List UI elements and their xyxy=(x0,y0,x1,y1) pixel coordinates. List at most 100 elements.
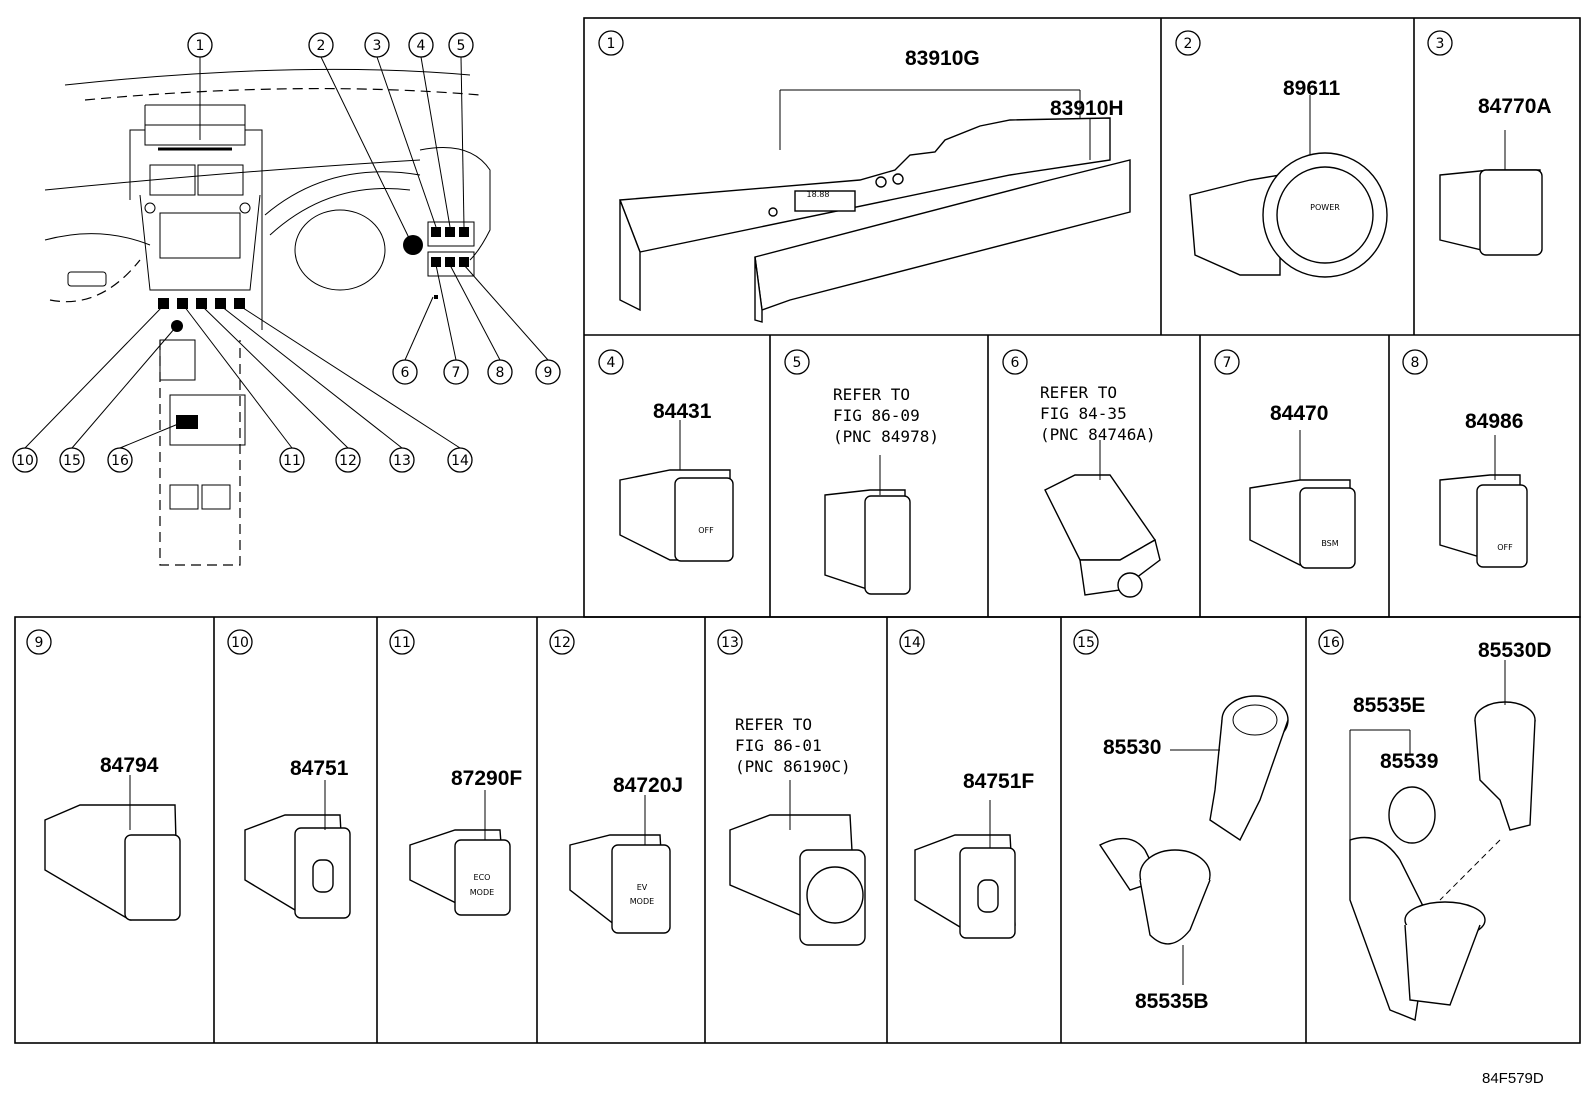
switch-text: MODE xyxy=(630,897,654,906)
cell-15-illustration xyxy=(1098,695,1289,985)
part-number-87290F: 87290F xyxy=(451,767,522,790)
callout-number: 11 xyxy=(283,453,301,469)
callout-number: 14 xyxy=(451,453,469,469)
callout-circle xyxy=(447,447,473,473)
callout-number: 16 xyxy=(1322,635,1340,651)
cell-callout-16: 16 xyxy=(1318,629,1344,655)
overview-callout-6: 6 xyxy=(392,359,418,385)
callout-number: 7 xyxy=(452,365,461,381)
cell-8-illustration xyxy=(1439,435,1528,568)
part-number-85535B: 85535B xyxy=(1135,990,1209,1013)
part-number-84751: 84751 xyxy=(290,757,349,780)
overview-callout-2: 2 xyxy=(308,32,334,58)
callout-number: 12 xyxy=(553,635,571,651)
cell-callout-8: 8 xyxy=(1402,349,1428,375)
callout-circle xyxy=(335,447,361,473)
switch-text: OFF xyxy=(1497,543,1513,552)
cell-callout-11: 11 xyxy=(389,629,415,655)
part-number-89611: 89611 xyxy=(1283,77,1341,100)
part-number-84770A: 84770A xyxy=(1478,95,1552,118)
part-number-83910G: 83910G xyxy=(905,47,980,70)
overview-callout-1: 1 xyxy=(187,32,213,58)
callout-number: 16 xyxy=(111,453,129,469)
cell-16-illustration xyxy=(1349,660,1536,1021)
cell-2-illustration xyxy=(1189,95,1388,278)
callout-number: 5 xyxy=(457,38,466,54)
callout-circle xyxy=(549,629,575,655)
reference-note-line: FIG 86-09 xyxy=(833,406,920,425)
callout-number: 2 xyxy=(1184,36,1193,52)
switch-text: MODE xyxy=(470,888,494,897)
callout-number: 6 xyxy=(401,365,410,381)
callout-circle xyxy=(784,349,810,375)
part-number-84794: 84794 xyxy=(100,754,159,777)
cell-14-illustration xyxy=(914,800,1016,939)
callout-number: 15 xyxy=(63,453,81,469)
callout-circle xyxy=(443,359,469,385)
switch-text: OFF xyxy=(698,526,714,535)
overview-callout-13: 13 xyxy=(389,447,415,473)
callout-number: 1 xyxy=(607,36,616,52)
callout-number: 11 xyxy=(393,635,411,651)
switch-text: 18.88 xyxy=(807,190,830,199)
callout-circle xyxy=(227,629,253,655)
cell-callout-13: 13 xyxy=(717,629,743,655)
cell-callout-15: 15 xyxy=(1073,629,1099,655)
callout-circle xyxy=(26,629,52,655)
part-number-84751F: 84751F xyxy=(963,770,1034,793)
overview-callout-8: 8 xyxy=(487,359,513,385)
cell-callout-14: 14 xyxy=(899,629,925,655)
overview-callout-3: 3 xyxy=(364,32,390,58)
callout-number: 3 xyxy=(1436,36,1445,52)
part-number-83910H: 83910H xyxy=(1050,97,1124,120)
cell-callout-9: 9 xyxy=(26,629,52,655)
callout-number: 8 xyxy=(496,365,505,381)
overview-callout-16: 16 xyxy=(107,447,133,473)
callout-circle xyxy=(364,32,390,58)
part-number-85530D: 85530D xyxy=(1478,639,1552,662)
switch-text: POWER xyxy=(1310,203,1340,212)
callout-number: 1 xyxy=(196,38,205,54)
cell-12-illustration xyxy=(569,795,671,934)
overview-callout-7: 7 xyxy=(443,359,469,385)
overview-callout-10: 10 xyxy=(12,447,38,473)
switch-text: BSM xyxy=(1321,539,1338,548)
callout-circle xyxy=(448,32,474,58)
callout-number: 3 xyxy=(373,38,382,54)
callout-circle xyxy=(308,32,334,58)
callout-circle xyxy=(187,32,213,58)
part-number-84720J: 84720J xyxy=(613,774,683,797)
callout-number: 8 xyxy=(1411,355,1420,371)
callout-circle xyxy=(389,447,415,473)
callout-number: 10 xyxy=(231,635,249,651)
cell-1-illustration xyxy=(619,89,1131,323)
callout-circle xyxy=(1175,30,1201,56)
dashboard-overview xyxy=(24,56,549,566)
callout-circle xyxy=(1402,349,1428,375)
callout-number: 13 xyxy=(393,453,411,469)
callout-number: 15 xyxy=(1077,635,1095,651)
callout-circle xyxy=(1318,629,1344,655)
callout-number: 9 xyxy=(544,365,553,381)
callout-number: 10 xyxy=(16,453,34,469)
callout-circle xyxy=(408,32,434,58)
callout-number: 12 xyxy=(339,453,357,469)
part-number-85539: 85539 xyxy=(1380,750,1438,773)
overview-callout-12: 12 xyxy=(335,447,361,473)
callout-circle xyxy=(59,447,85,473)
overview-callout-5: 5 xyxy=(448,32,474,58)
part-number-85535E: 85535E xyxy=(1353,694,1425,717)
callout-number: 4 xyxy=(417,38,426,54)
reference-note-line: (PNC 84746A) xyxy=(1040,425,1156,444)
switch-text: ECO xyxy=(474,873,491,882)
callout-number: 4 xyxy=(607,355,616,371)
switch-text: EV xyxy=(637,883,648,892)
callout-number: 2 xyxy=(317,38,326,54)
cell-10-illustration xyxy=(244,780,351,919)
cell-callout-5: 5 xyxy=(784,349,810,375)
cell-callout-4: 4 xyxy=(598,349,624,375)
callout-number: 14 xyxy=(903,635,921,651)
reference-note-line: REFER TO xyxy=(1040,383,1117,402)
